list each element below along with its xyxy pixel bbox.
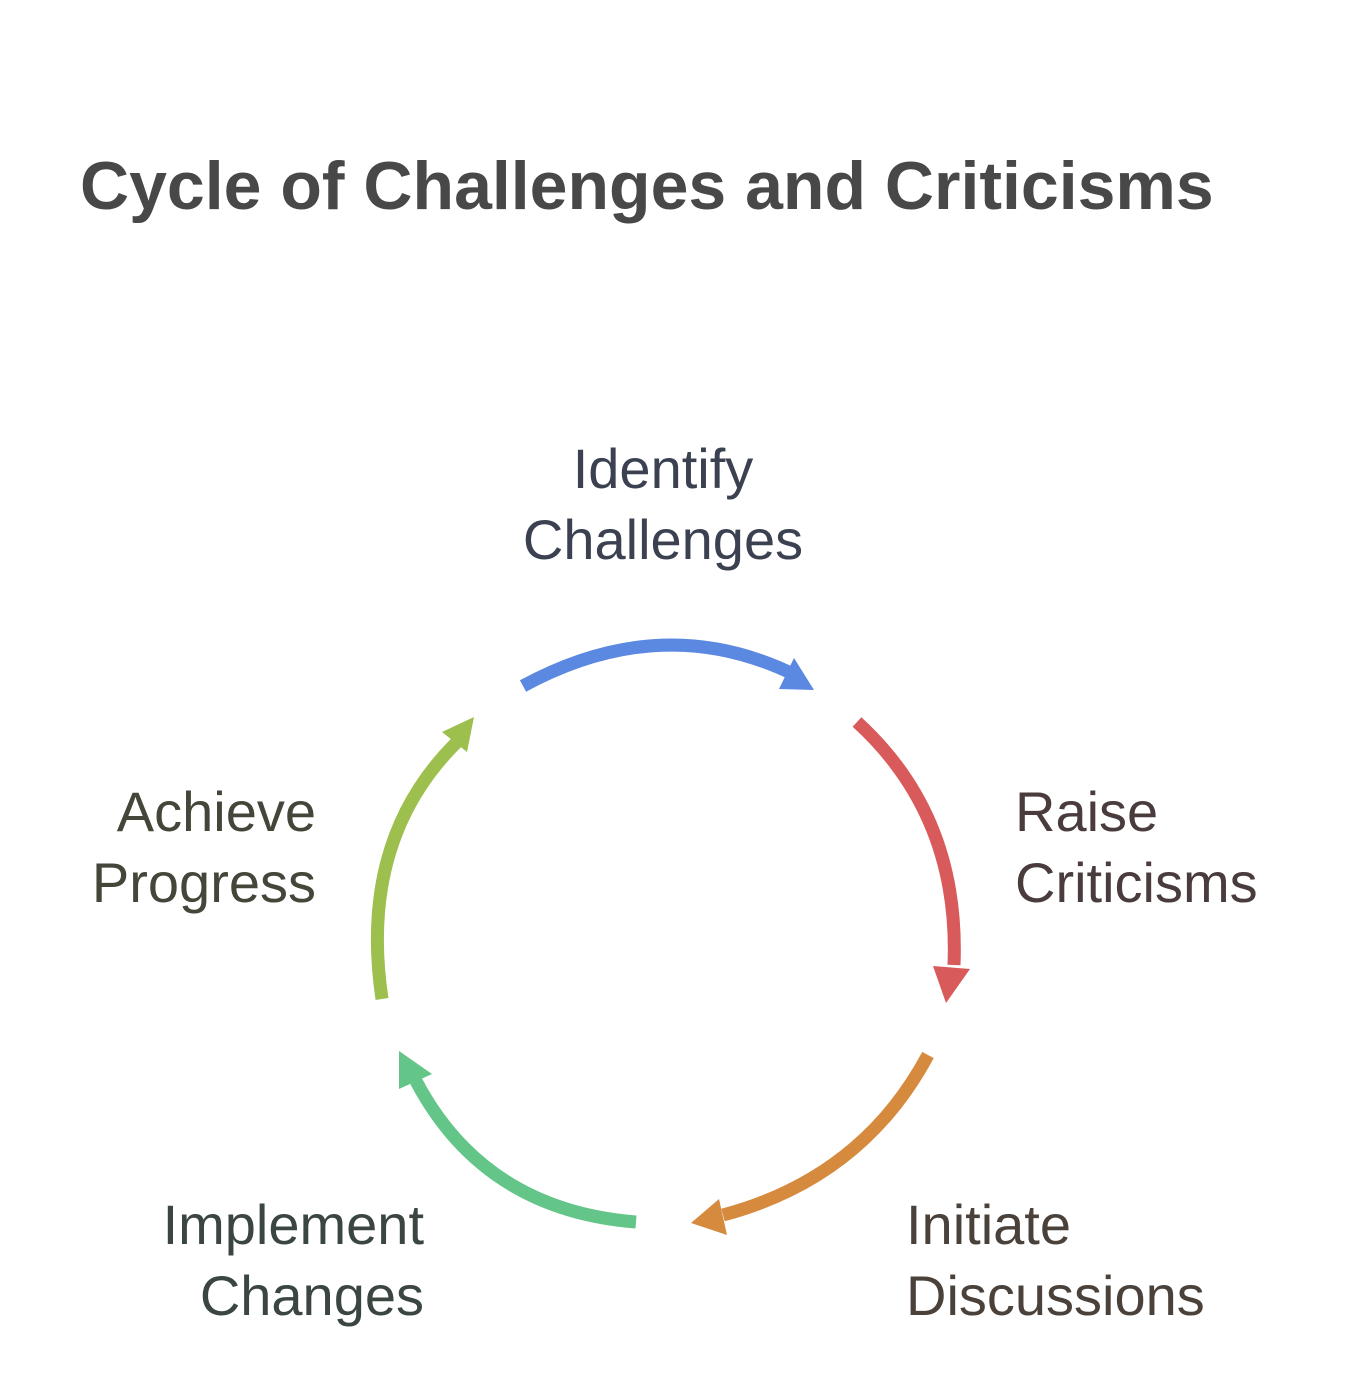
diagram-title: Cycle of Challenges and Criticisms: [80, 148, 1214, 224]
stage-label-line: Raise: [1015, 780, 1159, 843]
stage-label-line: Changes: [199, 1264, 424, 1327]
arrowhead-achieve-progress: [442, 717, 474, 752]
stage-label-line: Achieve: [116, 780, 316, 843]
stage-label-line: Initiate: [906, 1193, 1071, 1256]
arrowhead-raise-criticisms: [933, 966, 970, 1003]
stage-label-achieve-progress: Achieve Progress: [0, 776, 316, 918]
stage-label-line: Challenges: [522, 508, 804, 571]
stage-label-identify-challenges: Identify Challenges: [463, 433, 863, 575]
arrowhead-identify-challenges: [779, 658, 814, 690]
arrow-achieve-progress: [370, 735, 464, 1000]
stage-label-line: Implement: [162, 1193, 424, 1256]
arrow-implement-changes: [410, 1077, 637, 1229]
arrowhead-initiate-discussions: [691, 1199, 727, 1235]
stage-label-line: Progress: [91, 851, 316, 914]
arrow-raise-criticisms: [852, 717, 961, 966]
stage-label-line: Criticisms: [1015, 851, 1258, 914]
arrowhead-implement-changes: [399, 1051, 432, 1089]
stage-label-implement-changes: Implement Changes: [24, 1189, 424, 1331]
stage-label-line: Identify: [572, 437, 754, 500]
arrow-identify-challenges: [519, 638, 798, 692]
stage-label-raise-criticisms: Raise Criticisms: [1015, 776, 1258, 918]
stage-label-initiate-discussions: Initiate Discussions: [906, 1189, 1205, 1331]
arrow-initiate-discussions: [721, 1051, 934, 1222]
stage-label-line: Discussions: [906, 1264, 1205, 1327]
